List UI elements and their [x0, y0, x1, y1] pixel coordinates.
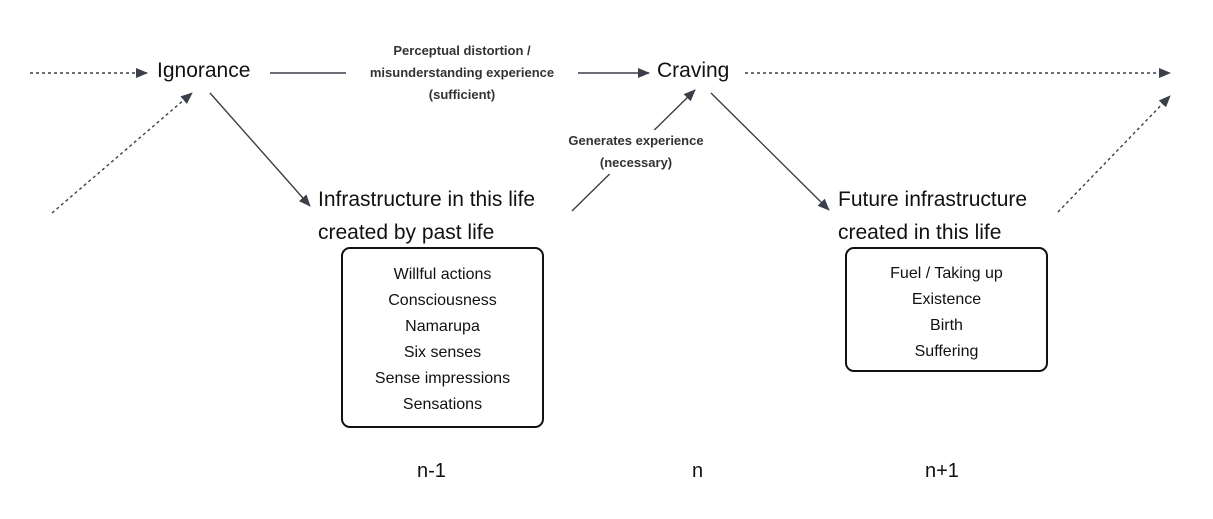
list-item: Birth [930, 317, 963, 334]
life-index-past: n-1 [417, 460, 446, 482]
future-life-box: Fuel / Taking up Existence Birth Sufferi… [845, 247, 1048, 372]
list-item: Consciousness [388, 292, 497, 309]
future-infrastructure-line-2: created in this life [838, 221, 1002, 244]
distortion-label-line-2: misunderstanding experience [369, 65, 555, 80]
past-infrastructure-line-1: Infrastructure in this life [318, 188, 536, 211]
past-infrastructure-line-2: created by past life [318, 221, 495, 244]
life-index-current: n [692, 460, 704, 482]
craving-to-future-infrastructure-arrow [710, 92, 830, 211]
list-item: Existence [911, 291, 982, 308]
list-item: Suffering [914, 343, 979, 360]
future-infrastructure-title: Future infrastructure created in this li… [838, 183, 1027, 249]
future-infrastructure-line-1: Future infrastructure [838, 188, 1028, 211]
ignorance-to-infrastructure-arrow [209, 92, 311, 207]
craving-node: Craving [657, 59, 730, 82]
outgoing-diagonal-dotted-arrow [1057, 95, 1171, 213]
list-item: Willful actions [393, 266, 492, 283]
distortion-label-line-1: Perceptual distortion / [393, 43, 531, 58]
generates-edge-label: Generates experience (necessary) [548, 130, 724, 174]
past-life-box: Willful actions Consciousness Namarupa S… [341, 247, 544, 428]
future-life-list: Fuel / Taking up Existence Birth Sufferi… [847, 249, 1046, 365]
distortion-edge-label: Perceptual distortion / misunderstanding… [346, 40, 578, 106]
generates-label-line-1: Generates experience [568, 133, 704, 148]
distortion-label-line-3: (sufficient) [428, 87, 496, 102]
past-life-list: Willful actions Consciousness Namarupa S… [343, 249, 542, 418]
past-infrastructure-title: Infrastructure in this life created by p… [318, 183, 535, 249]
list-item: Six senses [403, 344, 482, 361]
life-index-future: n+1 [925, 460, 959, 482]
list-item: Namarupa [405, 318, 480, 335]
list-item: Fuel / Taking up [890, 265, 1003, 282]
incoming-diagonal-dotted-arrow [51, 92, 193, 214]
list-item: Sensations [402, 396, 483, 413]
list-item: Sense impressions [374, 370, 511, 387]
ignorance-node: Ignorance [157, 59, 251, 82]
generates-label-line-2: (necessary) [599, 155, 673, 170]
